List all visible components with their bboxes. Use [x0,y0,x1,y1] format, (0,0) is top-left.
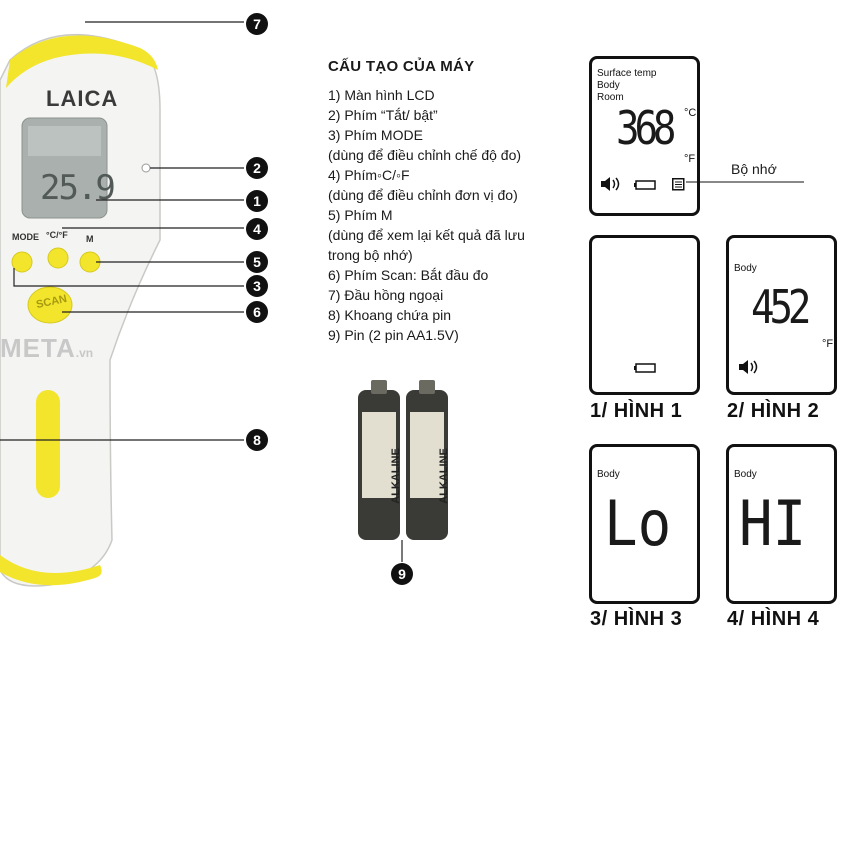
tail-accent [0,555,102,586]
power-button [141,163,151,173]
parts-item: (dùng để xem lại kết quả đã lưu [328,227,525,243]
parts-item: trong bộ nhớ) [328,247,413,263]
watermark-suffix: .vn [75,346,94,360]
callout-9: 9 [391,563,413,585]
parts-item: 7) Đầu hồng ngoại [328,287,444,303]
callout-7: 7 [246,13,268,35]
callout-4: 4 [246,218,268,240]
memory-label: Bộ nhớ [731,161,777,177]
unit-button [47,247,69,269]
watermark: META.vn [0,333,93,364]
figure-3-mode: Body [597,469,620,480]
parts-item: 4) Phím◦C/◦F [328,167,410,183]
device-lcd-reading: 25.9 [40,168,116,208]
battery-pair [358,380,448,540]
figure-4-mode: Body [734,469,757,480]
main-lcd-panel: Surface temp Body Room 368 °C °F [589,56,700,216]
figure-2-mode: Body [734,263,757,274]
parts-list-section: CẤU TẠO CỦA MÁY 1) Màn hình LCD 2) Phím … [328,58,588,345]
figure-3-reading: Lo [604,487,672,560]
callout-8: 8 [246,429,268,451]
parts-item: (dùng để điều chỉnh đơn vị đo) [328,187,518,203]
mode-button-label: MODE [12,232,39,242]
main-reading: 368 [616,101,676,155]
scan-button-label: SCAN [35,292,69,312]
battery-icon [634,363,656,373]
unit-fahrenheit: °F [684,153,696,165]
parts-title: CẤU TẠO CỦA MÁY [328,58,475,75]
speaker-icon [601,177,620,191]
unit-celsius: °C [684,107,697,119]
parts-item: (dùng để điều chỉnh chế độ đo) [328,147,522,163]
parts-item: 3) Phím MODE [328,127,423,143]
mode-body: Body [597,80,620,91]
memory-leader-line [686,181,804,183]
figure-1-caption: 1/ HÌNH 1 [590,400,683,422]
parts-item: 5) Phím M [328,207,393,223]
mode-surface-temp: Surface temp [597,68,657,79]
figure-2-caption: 2/ HÌNH 2 [727,400,820,422]
parts-item: 2) Phím “Tắt/ bật” [328,107,438,123]
figure-4-reading: HI [739,487,807,560]
watermark-main: META [0,333,76,363]
figure-2-reading: 452 [751,280,811,334]
memory-button-label: M [86,234,94,244]
infrared-cap [6,35,158,88]
brand-logo: LAICA [46,86,119,111]
parts-item: 6) Phím Scan: Bắt đầu đo [328,267,489,283]
figure-3-panel: Body Lo [589,444,700,604]
memory-icon [672,178,685,191]
thermometer-body [0,33,161,587]
parts-item: 8) Khoang chứa pin [328,307,452,323]
figure-2-panel: Body 452 °F [726,235,837,395]
parts-list: 1) Màn hình LCD 2) Phím “Tắt/ bật” 3) Ph… [328,85,588,345]
battery-icon [634,180,656,190]
figure-3-caption: 3/ HÌNH 3 [590,608,683,630]
figure-1-panel [589,235,700,395]
battery-label-2: ALKALINE [437,448,450,504]
mode-button [11,251,33,273]
mode-room: Room [597,92,624,103]
unit-button-label: °C/°F [46,230,68,240]
callout-2: 2 [246,157,268,179]
figure-4-panel: Body HI [726,444,837,604]
figure-2-unit: °F [822,338,834,350]
parts-item: 1) Màn hình LCD [328,87,435,103]
callout-6: 6 [246,301,268,323]
callout-1: 1 [246,190,268,212]
parts-item: 9) Pin (2 pin AA1.5V) [328,327,459,343]
speaker-icon [739,360,758,374]
figure-4-caption: 4/ HÌNH 4 [727,608,820,630]
callout-5: 5 [246,251,268,273]
callout-3: 3 [246,275,268,297]
memory-button [79,251,101,273]
battery-compartment [36,390,60,498]
battery-label-1: ALKALINE [389,448,402,504]
